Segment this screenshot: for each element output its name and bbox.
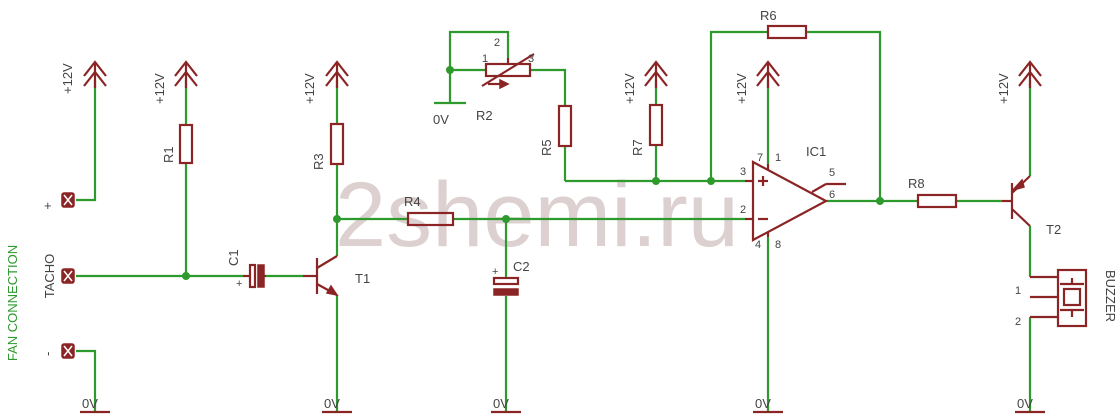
vcc-label: +12V xyxy=(152,73,167,104)
vcc-arrow-icon xyxy=(1018,60,1042,88)
ground-label: 0V xyxy=(755,396,771,411)
resistor-r1 xyxy=(178,123,194,165)
r4-label: R4 xyxy=(404,194,421,209)
opamp-ic1 xyxy=(745,160,846,242)
pin-number: 6 xyxy=(829,189,835,201)
vcc-label: +12V xyxy=(734,73,749,104)
resistor-r7 xyxy=(648,103,664,147)
pin-number: 1 xyxy=(775,152,781,164)
capacitor-c2 xyxy=(492,276,520,296)
vcc-arrow-icon xyxy=(325,60,349,88)
tacho-label: TACHO xyxy=(42,254,57,299)
pin-number: 1 xyxy=(1015,285,1021,297)
vcc-arrow-icon xyxy=(756,60,780,88)
potentiometer-r2 xyxy=(481,53,535,90)
vcc-arrow-icon xyxy=(174,60,198,88)
fan-connector xyxy=(61,192,75,359)
vcc-label: +12V xyxy=(60,63,75,94)
c2-label: C2 xyxy=(513,259,530,274)
resistor-r8 xyxy=(916,193,958,209)
ground-label: 0V xyxy=(82,396,98,411)
c1-label: C1 xyxy=(226,249,241,266)
t2-label: T2 xyxy=(1046,222,1061,237)
buzzer-icon xyxy=(1030,268,1088,328)
pin-number: 2 xyxy=(1015,316,1021,328)
pin-number: 3 xyxy=(740,166,746,178)
capacitor-c1 xyxy=(243,263,266,289)
terminal-icon xyxy=(61,192,75,208)
transistor-t2 xyxy=(1002,175,1031,227)
r8-label: R8 xyxy=(908,176,925,191)
ground-label: 0V xyxy=(1017,396,1033,411)
ground-label: 0V xyxy=(433,112,449,127)
resistor-r6 xyxy=(766,24,808,40)
watermark: 2shemi.ru xyxy=(335,164,739,266)
ground-label: 0V xyxy=(493,396,509,411)
junction-dots xyxy=(182,66,884,280)
buzzer-label: BUZZER xyxy=(1103,270,1118,322)
vcc-label: +12V xyxy=(302,73,317,104)
minus-label: - xyxy=(40,352,55,356)
wires xyxy=(76,30,1032,413)
transistor-t1 xyxy=(303,255,339,297)
pin-number: 2 xyxy=(494,37,500,49)
vcc-arrow-icon xyxy=(83,60,107,88)
resistor-r5 xyxy=(557,104,573,148)
terminal-icon xyxy=(61,343,75,359)
ground-label: 0V xyxy=(324,396,340,411)
resistor-r4 xyxy=(406,211,455,227)
terminal-icon xyxy=(61,268,75,284)
pin-number: 5 xyxy=(829,167,835,179)
ic1-label: IC1 xyxy=(806,144,826,159)
r3-label: R3 xyxy=(311,153,326,170)
c1-plus: + xyxy=(236,278,242,290)
pin-number: 4 xyxy=(755,239,761,251)
t1-label: T1 xyxy=(355,271,370,286)
c2-plus: + xyxy=(492,266,498,278)
pin-number: 7 xyxy=(757,152,763,164)
vcc-label: +12V xyxy=(996,73,1011,104)
pin-number: 1 xyxy=(482,53,488,65)
r1-label: R1 xyxy=(161,146,176,163)
vcc-label: +12V xyxy=(622,73,637,104)
pin-number: 8 xyxy=(775,239,781,251)
connector-title: FAN CONNECTION xyxy=(5,245,20,361)
r7-label: R7 xyxy=(630,139,645,156)
resistor-r3 xyxy=(329,122,345,166)
plus-label: + xyxy=(44,198,52,213)
pin-number: 2 xyxy=(740,204,746,216)
r2-label: R2 xyxy=(476,108,493,123)
pin-number: 3 xyxy=(528,53,534,65)
r6-label: R6 xyxy=(760,8,777,23)
vcc-arrow-icon xyxy=(644,60,668,88)
r5-label: R5 xyxy=(539,139,554,156)
